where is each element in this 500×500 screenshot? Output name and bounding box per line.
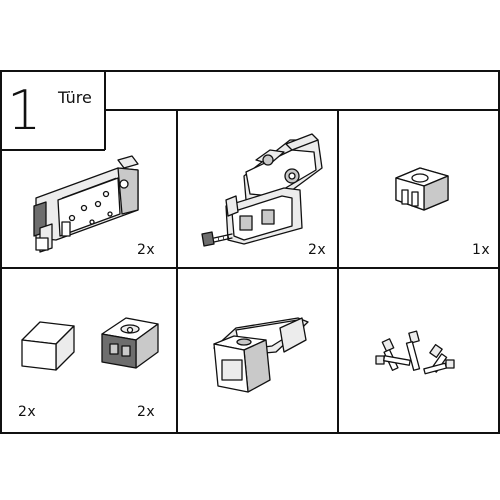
stop-block-illustration [101, 317, 159, 369]
screw-1 [405, 330, 421, 371]
quantity-carriage: 2x [308, 242, 327, 258]
quantity-top-guide: 1x [472, 242, 491, 258]
screw-5 [423, 359, 455, 375]
screw-2 [381, 338, 399, 371]
buffer-block-illustration [21, 321, 75, 371]
carriage-with-screw-illustration [201, 133, 323, 247]
top-hanger-assembly-illustration [33, 155, 139, 253]
quantity-stop-block: 2x [137, 404, 156, 420]
top-guide-block-illustration [395, 167, 449, 211]
step-number: 1 [7, 79, 42, 142]
step-title: Türe [58, 88, 92, 107]
quantity-top-hanger: 2x [137, 242, 156, 258]
screw-set-illustration [375, 330, 455, 375]
grid-frame [0, 70, 500, 434]
quantity-buffer-block: 2x [18, 404, 37, 420]
stop-block-assembly-illustration [213, 317, 309, 393]
screw-3 [375, 355, 411, 366]
